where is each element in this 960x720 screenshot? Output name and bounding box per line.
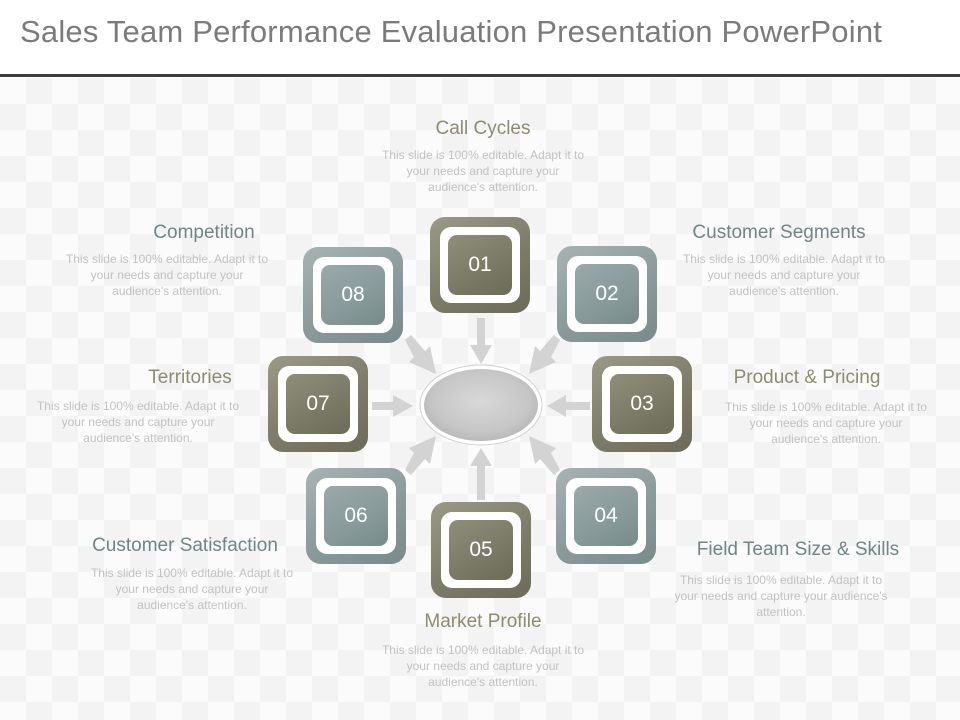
arrow-03 bbox=[547, 395, 590, 417]
arrow-08 bbox=[405, 335, 436, 374]
arrow-06 bbox=[405, 436, 436, 475]
node-07-number: 07 bbox=[286, 374, 350, 434]
node-01: 01 bbox=[430, 217, 530, 313]
slide-title: Sales Team Performance Evaluation Presen… bbox=[20, 14, 883, 49]
label-01-heading: Call Cycles bbox=[435, 118, 531, 139]
node-08-number: 08 bbox=[321, 265, 385, 325]
arrow-07 bbox=[372, 395, 413, 417]
label-05-body: This slide is 100% editable. Adapt it to… bbox=[381, 643, 585, 689]
label-04-heading: Field Team Size & Skills bbox=[696, 539, 900, 560]
title-divider bbox=[0, 74, 960, 77]
label-05-heading: Market Profile bbox=[424, 611, 542, 632]
node-05: 05 bbox=[431, 502, 531, 598]
label-02-body: This slide is 100% editable. Adapt it to… bbox=[682, 252, 886, 298]
node-06: 06 bbox=[306, 468, 406, 564]
node-05-number: 05 bbox=[449, 520, 513, 580]
node-01-number: 01 bbox=[448, 235, 512, 295]
node-04-number: 04 bbox=[574, 486, 638, 546]
node-02: 02 bbox=[557, 246, 657, 342]
label-03-body: This slide is 100% editable. Adapt it to… bbox=[724, 400, 928, 446]
label-06-heading: Customer Satisfaction bbox=[92, 535, 278, 556]
label-08-body: This slide is 100% editable. Adapt it to… bbox=[65, 252, 269, 298]
node-02-number: 02 bbox=[575, 264, 639, 324]
label-03-heading: Product & Pricing bbox=[733, 367, 881, 388]
node-07: 07 bbox=[268, 356, 368, 452]
node-03: 03 bbox=[592, 356, 692, 452]
node-03-number: 03 bbox=[610, 374, 674, 434]
label-07-body: This slide is 100% editable. Adapt it to… bbox=[36, 399, 240, 445]
label-04-body: This slide is 100% editable. Adapt it to… bbox=[674, 573, 888, 619]
arrow-05 bbox=[470, 448, 492, 500]
arrow-01 bbox=[470, 318, 492, 364]
label-02-heading: Customer Segments bbox=[692, 222, 866, 243]
label-07-heading: Territories bbox=[148, 367, 232, 388]
label-01-body: This slide is 100% editable. Adapt it to… bbox=[381, 148, 585, 194]
node-04: 04 bbox=[556, 468, 656, 564]
arrow-02 bbox=[529, 335, 560, 374]
node-08: 08 bbox=[303, 247, 403, 343]
label-08-heading: Competition bbox=[153, 222, 255, 243]
label-06-body: This slide is 100% editable. Adapt it to… bbox=[90, 566, 294, 612]
arrow-04 bbox=[529, 436, 560, 475]
node-06-number: 06 bbox=[324, 486, 388, 546]
